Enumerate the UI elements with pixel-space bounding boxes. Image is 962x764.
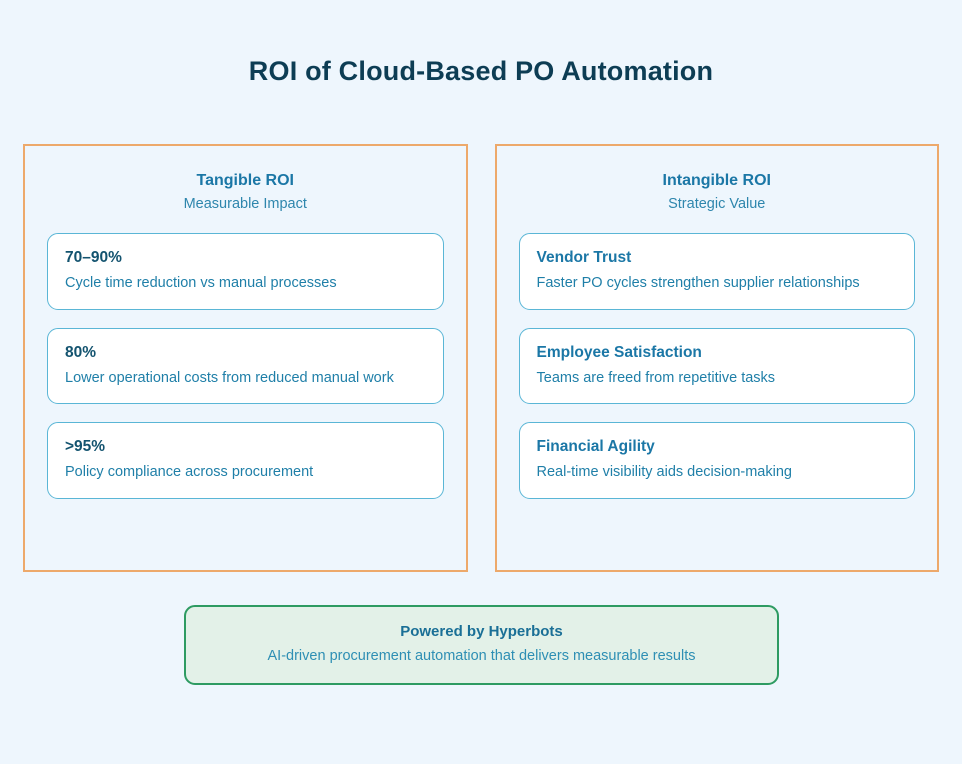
roi-columns: Tangible ROI Measurable Impact 70–90% Cy… <box>23 144 939 572</box>
card-list-tangible: 70–90% Cycle time reduction vs manual pr… <box>47 233 444 499</box>
stat-card-value: 80% <box>65 343 97 361</box>
panel-title-intangible: Intangible ROI <box>662 172 771 189</box>
benefit-card-title: Employee Satisfaction <box>536 343 702 361</box>
panel-title-tangible: Tangible ROI <box>196 172 294 189</box>
benefit-card-title: Vendor Trust <box>536 249 632 267</box>
benefit-card-label: Faster PO cycles strengthen supplier rel… <box>536 275 860 292</box>
powered-by-banner: Powered by Hyperbots AI-driven procureme… <box>184 605 779 686</box>
card-list-intangible: Vendor Trust Faster PO cycles strengthen… <box>518 233 915 499</box>
page-title: ROI of Cloud-Based PO Automation <box>248 56 714 87</box>
benefit-card: Employee Satisfaction Teams are freed fr… <box>518 327 915 405</box>
panel-header-intangible: Intangible ROI Strategic Value <box>519 170 916 215</box>
panel-subtitle-intangible: Strategic Value <box>668 195 766 212</box>
panel-intangible-roi: Intangible ROI Strategic Value Vendor Tr… <box>494 144 939 572</box>
stat-card-label: Lower operational costs from reduced man… <box>65 369 394 386</box>
stat-card-value: >95% <box>65 438 106 456</box>
stat-card-label: Cycle time reduction vs manual processes <box>65 275 337 292</box>
stat-card: 70–90% Cycle time reduction vs manual pr… <box>47 233 444 310</box>
powered-by-subtitle: AI-driven procurement automation that de… <box>267 648 696 664</box>
stat-card: >95% Policy compliance across procuremen… <box>47 422 444 499</box>
benefit-card-title: Financial Agility <box>536 438 655 456</box>
panel-header-tangible: Tangible ROI Measurable Impact <box>47 170 444 215</box>
benefit-card-label: Teams are freed from repetitive tasks <box>536 369 776 386</box>
stat-card-label: Policy compliance across procurement <box>65 464 314 481</box>
benefit-card-label: Real-time visibility aids decision-makin… <box>536 464 792 481</box>
stat-card: 80% Lower operational costs from reduced… <box>47 327 444 405</box>
powered-by-title: Powered by Hyperbots <box>400 623 563 640</box>
panel-subtitle-tangible: Measurable Impact <box>183 195 307 212</box>
stat-card-value: 70–90% <box>65 249 122 267</box>
panel-tangible-roi: Tangible ROI Measurable Impact 70–90% Cy… <box>23 144 468 572</box>
benefit-card: Financial Agility Real-time visibility a… <box>518 422 915 499</box>
benefit-card: Vendor Trust Faster PO cycles strengthen… <box>518 233 915 310</box>
